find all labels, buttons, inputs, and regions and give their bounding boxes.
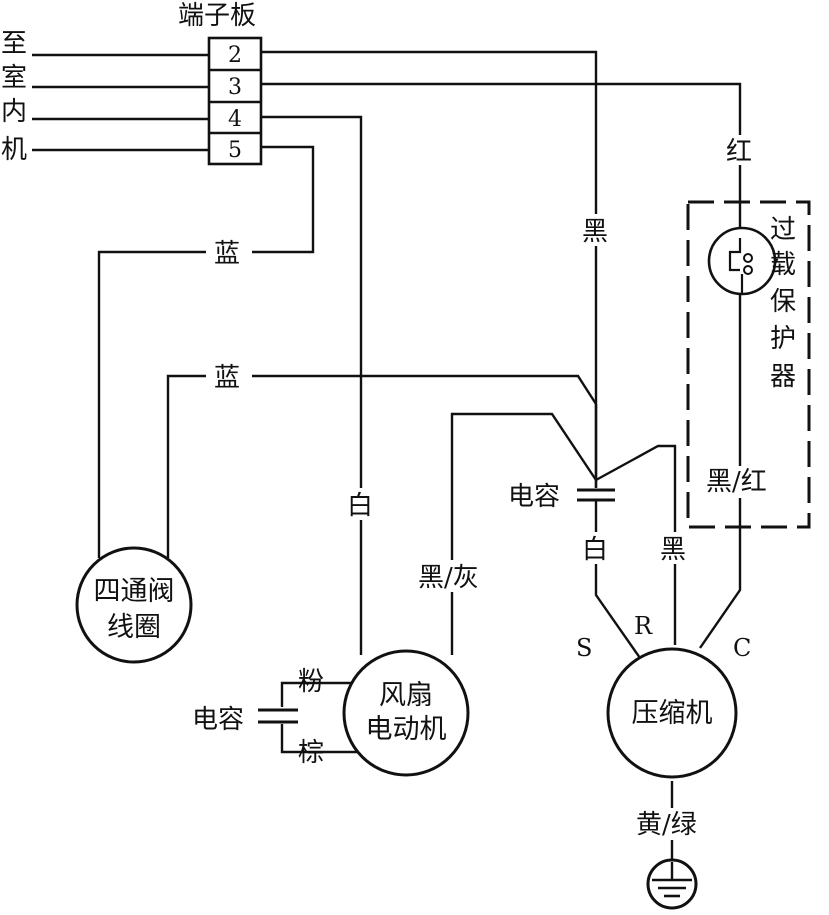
compressor-capacitor-symbol — [577, 488, 615, 502]
terminal-4: 4 — [228, 107, 242, 132]
terminal-5: 5 — [228, 138, 242, 163]
four-way-valve-coil: 四通阀 线圈 — [75, 546, 193, 664]
compressor-terminal-r: R — [634, 612, 653, 640]
wire-terminal-4-white — [260, 115, 363, 655]
wire-black-grey — [450, 412, 597, 655]
overload-protector-symbol — [707, 226, 777, 296]
terminal-2: 2 — [228, 43, 242, 68]
to-indoor-unit-label: 至 室 内 机 — [1, 29, 27, 165]
label-pink: 粉 — [298, 667, 324, 697]
label-yellow-green: 黄/绿 — [636, 810, 697, 840]
label-brown: 棕 — [298, 738, 324, 768]
fan-capacitor-label: 电容 — [192, 705, 244, 735]
compressor-capacitor-label: 电容 — [508, 482, 560, 512]
svg-text:线圈: 线圈 — [107, 612, 161, 643]
wire-blue-to-capacitor — [166, 374, 598, 558]
indoor-feed-wires — [32, 53, 210, 152]
terminal-board-title: 端子板 — [178, 1, 256, 31]
svg-text:器: 器 — [770, 362, 796, 392]
wire-pink — [280, 681, 357, 707]
overload-protector-label: 过 载 保 护 器 — [770, 215, 796, 392]
label-black-red: 黑/红 — [706, 467, 767, 497]
wire-terminal-5-blue — [97, 145, 315, 558]
svg-text:室: 室 — [1, 63, 27, 93]
label-blue-top: 蓝 — [214, 239, 240, 269]
ground-icon — [646, 858, 698, 910]
wire-brown — [280, 724, 357, 754]
compressor-terminal-s: S — [576, 634, 592, 662]
fan-motor: 风扇 电动机 — [342, 649, 470, 777]
svg-text:护: 护 — [770, 324, 796, 354]
svg-text:压缩机: 压缩机 — [632, 698, 713, 729]
wire-terminal-3-red — [260, 82, 742, 649]
label-red: 红 — [726, 137, 752, 167]
label-white-s: 白 — [582, 535, 608, 565]
overload-protector-box — [686, 200, 811, 529]
terminal-board: 2 3 4 5 — [207, 36, 263, 166]
svg-text:电动机: 电动机 — [366, 714, 447, 745]
label-black-r: 黑 — [660, 535, 686, 565]
wire-white-s — [594, 500, 641, 659]
label-black-from-2: 黑 — [582, 217, 608, 247]
svg-text:内: 内 — [1, 97, 27, 127]
svg-text:风扇: 风扇 — [379, 680, 433, 711]
label-black-grey: 黑/灰 — [418, 563, 479, 593]
svg-text:四通阀: 四通阀 — [94, 576, 175, 607]
wire-terminal-2-black — [260, 50, 598, 488]
svg-text:保: 保 — [770, 287, 796, 317]
fan-capacitor-symbol — [258, 708, 298, 724]
svg-text:机: 机 — [1, 135, 27, 165]
svg-text:载: 载 — [770, 250, 796, 280]
label-blue-mid: 蓝 — [214, 363, 240, 393]
terminal-3: 3 — [228, 75, 242, 100]
svg-text:至: 至 — [1, 29, 27, 59]
compressor: 压缩机 — [606, 647, 738, 779]
label-white-fan: 白 — [347, 491, 373, 521]
compressor-terminal-c: C — [733, 634, 751, 662]
svg-text:过: 过 — [770, 215, 796, 245]
